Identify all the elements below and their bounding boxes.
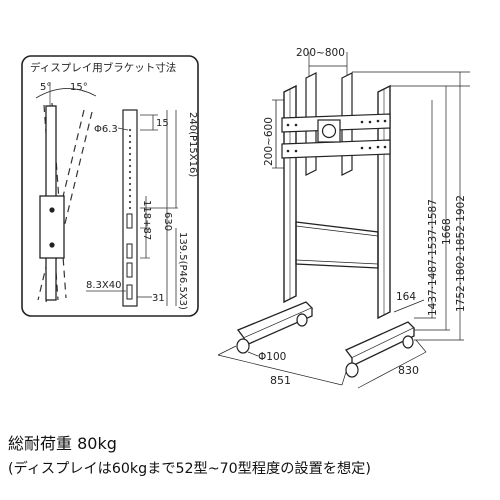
inset-frame <box>21 55 199 317</box>
dim-164-label: 164 <box>396 291 416 303</box>
height-step-label: 1668 <box>441 218 453 245</box>
hole-column <box>128 128 132 210</box>
bracket-front-view <box>122 109 138 307</box>
inset-title: ディスプレイ用ブラケット寸法 <box>30 61 176 74</box>
casters <box>236 313 414 378</box>
slot-column <box>126 213 133 300</box>
tilt-back-label: 15° <box>70 82 88 93</box>
bracket-inset: ディスプレイ用ブラケット寸法 5° 15° <box>21 55 199 317</box>
vesa-mount <box>281 72 391 176</box>
slot-size-label: 8.3X40 <box>86 280 121 291</box>
height-dimensions <box>352 71 470 341</box>
width-label: 851 <box>270 374 291 387</box>
dim-240-label: 240(P15X16) <box>187 112 198 177</box>
base-feet <box>236 301 416 368</box>
dim-139-5-label: 139.5(P46.5X3) <box>177 232 188 310</box>
dim-630-label: 630 <box>162 212 173 231</box>
height-total-label: 1752·1802·1852·1902 <box>455 195 467 312</box>
display-note-text: (ディスプレイは60kgまで52型~70型程度の設置を想定) <box>8 461 371 477</box>
load-capacity-text: 総耐荷重 80kg <box>8 434 117 453</box>
middle-panel <box>295 221 379 269</box>
dim-31-label: 31 <box>152 293 165 304</box>
tilt-forward-label: 5° <box>40 82 51 93</box>
height-mount-label: 1437·1487·1537·1587 <box>427 199 439 316</box>
bracket-side-view <box>37 102 93 303</box>
hole-diameter-label: Φ6.3 <box>94 124 118 135</box>
tilt-arc <box>35 88 97 99</box>
vesa-width-label: 200~800 <box>296 47 345 59</box>
stand-drawing: 200~800 200~600 <box>217 47 470 389</box>
dim-118-87-label: 118+87 <box>141 200 152 240</box>
caster-diameter-label: Φ100 <box>258 351 286 363</box>
depth-label: 830 <box>398 364 419 377</box>
dim-15-label: 15 <box>156 118 169 129</box>
vesa-height-label: 200~600 <box>263 117 275 166</box>
